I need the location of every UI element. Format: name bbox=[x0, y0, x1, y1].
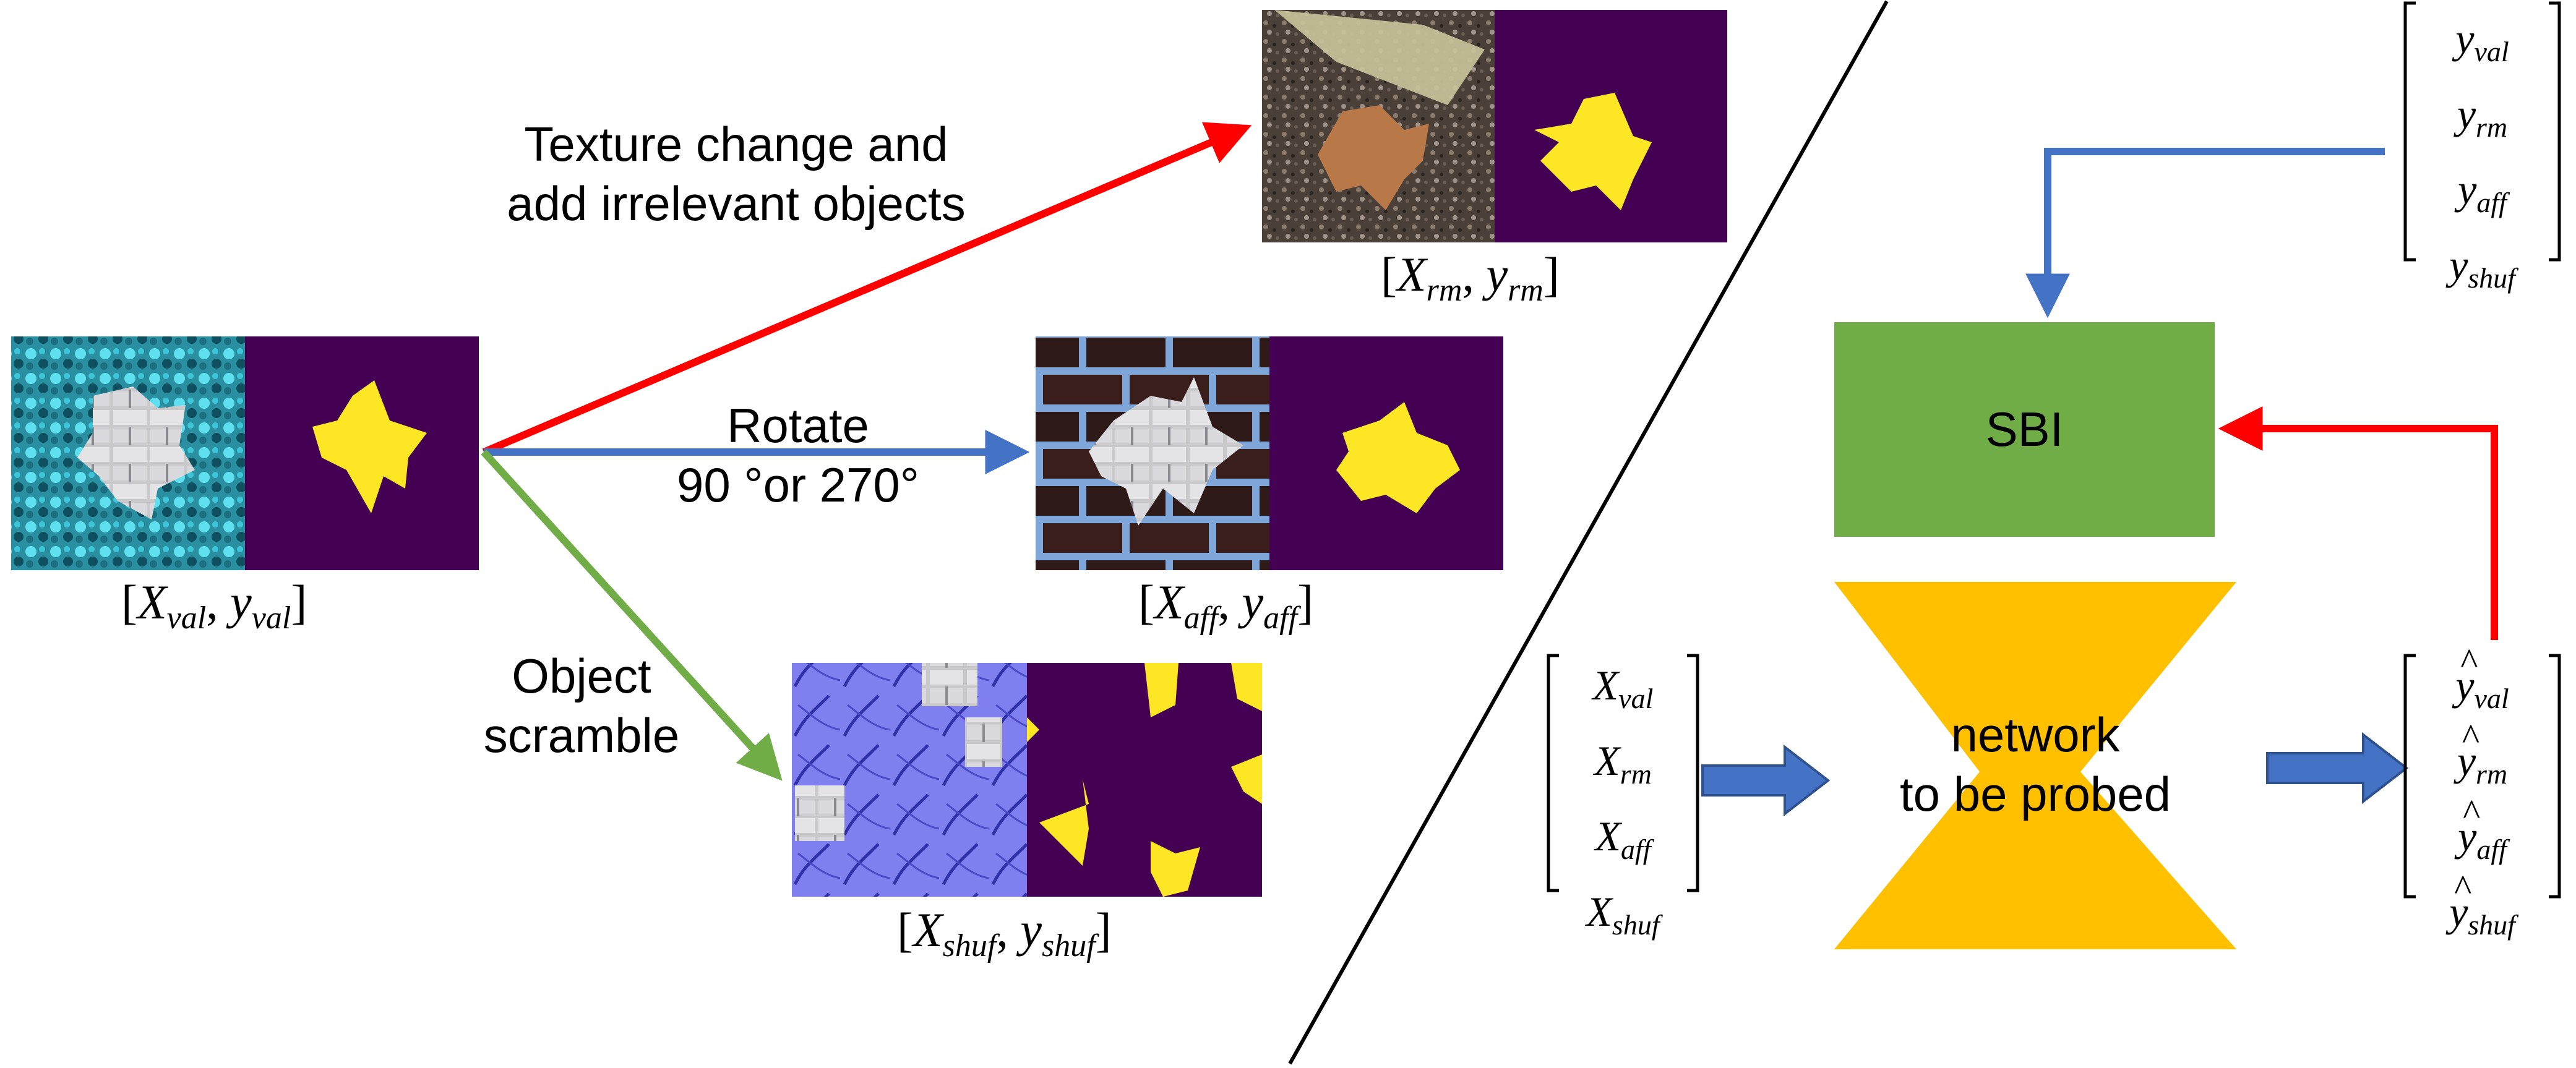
arrow-predictions-to-sbi bbox=[2218, 406, 2498, 640]
vector-entry: yshuf bbox=[2416, 857, 2549, 956]
bracket-yhat-right bbox=[2549, 654, 2561, 899]
vector-entry: Xrm bbox=[1594, 737, 1652, 790]
shuf-mask-piece-5 bbox=[1151, 841, 1200, 897]
rm-object bbox=[1318, 105, 1429, 210]
vector-entry: Xshuf bbox=[1586, 888, 1660, 941]
shuf-piece-1 bbox=[922, 663, 977, 706]
bracket-xin-right bbox=[1687, 654, 1699, 892]
shuf-piece-2 bbox=[795, 785, 844, 841]
aff-mask-object bbox=[1336, 402, 1460, 513]
arrow-network-to-predictions bbox=[2266, 732, 2409, 805]
shuf-mask-piece-6 bbox=[1231, 754, 1262, 804]
vector-entry: yval bbox=[2455, 15, 2509, 67]
image-val bbox=[11, 336, 479, 570]
network-bowtie bbox=[1834, 582, 2236, 949]
rm-irrelevant-object bbox=[1274, 10, 1485, 105]
arrow-object-scramble bbox=[481, 449, 783, 781]
arrow-labels-to-sbi bbox=[2025, 148, 2385, 318]
shuf-mask-bg bbox=[1027, 663, 1262, 897]
bracket-yhat-left bbox=[2403, 654, 2416, 899]
shuf-mask-piece-3 bbox=[1027, 717, 1039, 742]
bracket-ytrue-right bbox=[2549, 1, 2561, 262]
sbi-box bbox=[1834, 322, 2215, 537]
vector-entry: Xaff bbox=[1595, 813, 1651, 865]
vector-entry: yrm bbox=[2457, 90, 2508, 143]
vector-entry: yaff bbox=[2458, 166, 2507, 218]
rm-mask-object bbox=[1534, 93, 1652, 210]
arrow-inputs-to-network bbox=[1701, 744, 1831, 817]
val-mask-object bbox=[312, 380, 427, 513]
aff-object bbox=[1089, 377, 1243, 526]
vector-y-true: yval yrm yaff yshuf bbox=[2416, 7, 2549, 309]
caption-rm: [Xrm, yrm] bbox=[1381, 247, 1560, 308]
vector-y-hat: yval yrm yaff yshuf bbox=[2416, 631, 2549, 956]
vector-entry: yrm bbox=[2416, 706, 2549, 805]
bracket-xin-left bbox=[1547, 654, 1559, 892]
sbi-label: SBI bbox=[1985, 402, 2064, 456]
val-object bbox=[77, 387, 195, 519]
divider-line bbox=[1288, 0, 1889, 1065]
image-aff bbox=[1036, 336, 1503, 570]
vector-x-in: Xval Xrm Xaff Xshuf bbox=[1559, 654, 1687, 956]
shuf-mask-piece-1 bbox=[1144, 663, 1179, 717]
shuf-mask-piece-2 bbox=[1231, 663, 1262, 711]
bracket-ytrue-left bbox=[2403, 1, 2416, 262]
shuf-piece-3 bbox=[965, 717, 1002, 767]
caption-aff: [Xaff, yaff] bbox=[1138, 575, 1314, 636]
vector-entry: yaff bbox=[2416, 782, 2549, 881]
image-rm bbox=[1262, 10, 1727, 242]
caption-shuf: [Xshuf, yshuf] bbox=[897, 903, 1112, 963]
vector-entry: yshuf bbox=[2449, 241, 2515, 294]
caption-val: [Xval, yval] bbox=[121, 575, 307, 636]
vector-entry: Xval bbox=[1592, 662, 1654, 714]
vector-entry: yval bbox=[2416, 631, 2549, 730]
shuf-image-texture bbox=[792, 663, 1027, 897]
arrow-texture-change bbox=[482, 122, 1252, 456]
image-shuf bbox=[792, 663, 1262, 897]
shuf-mask-piece-4 bbox=[1039, 779, 1089, 866]
